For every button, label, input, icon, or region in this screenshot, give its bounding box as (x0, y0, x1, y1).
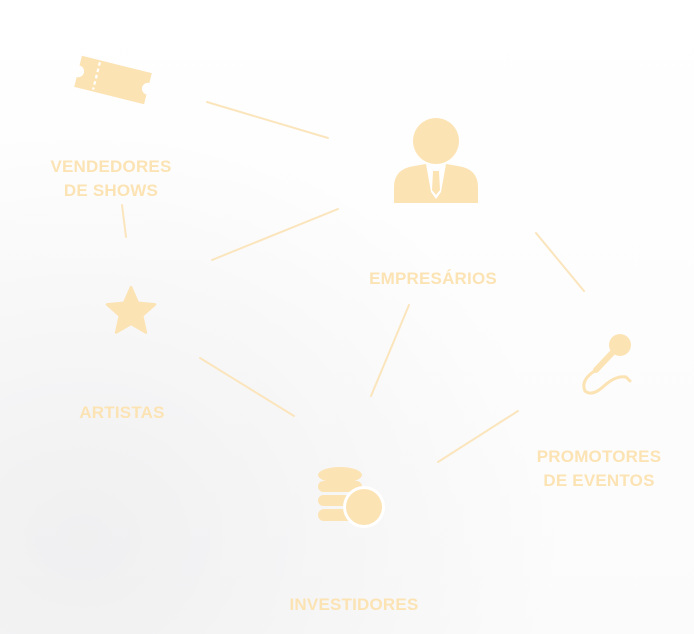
label-vendedores-line2: DE SHOWS (64, 181, 158, 200)
coins-icon (318, 467, 385, 528)
connector-lines (121, 101, 585, 463)
label-promotores-line2: DE EVENTOS (543, 471, 654, 490)
label-investidores: INVESTIDORES (290, 595, 419, 614)
ticket-icon (74, 55, 152, 105)
label-vendedores-line1: VENDEDORES (50, 157, 171, 176)
star-icon (105, 285, 157, 334)
label-artistas: ARTISTAS (79, 403, 164, 422)
microphone-icon (582, 334, 632, 395)
connector-vendedores-empresarios (206, 101, 329, 139)
connector-artistas-empresarios (211, 208, 339, 261)
connector-empresarios-investidores (370, 304, 410, 397)
businessman-icon (394, 118, 478, 203)
connector-artistas-investidores (199, 357, 295, 417)
connector-promotores-investidores (437, 410, 519, 463)
connector-empresarios-promotores (535, 232, 585, 292)
label-promotores-line1: PROMOTORES (537, 447, 661, 466)
label-empresarios: EMPRESÁRIOS (369, 269, 497, 288)
connector-vendedores-artistas (121, 204, 127, 238)
